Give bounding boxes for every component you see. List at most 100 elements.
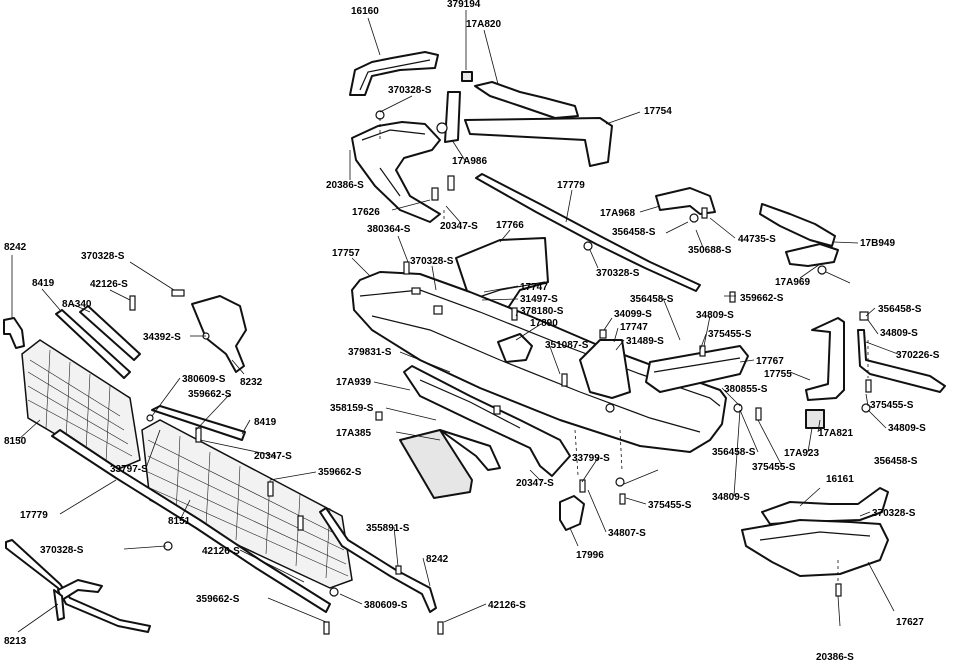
part-17626-bracket — [351, 121, 441, 223]
label-17779-a: 17779 — [557, 180, 585, 191]
part-8242-left-bracket — [3, 317, 25, 349]
label-17767: 17767 — [756, 356, 784, 367]
part-17996-bracket — [559, 495, 585, 531]
label-17B949: 17B949 — [860, 238, 895, 249]
label-8242-b: 8242 — [426, 554, 449, 565]
part-16161-bracket — [761, 487, 889, 525]
label-370328-S-e: 370328-S — [872, 508, 916, 519]
part-8A340-strip — [79, 305, 141, 361]
label-44735-S: 44735-S — [738, 234, 776, 245]
label-370226-S: 370226-S — [896, 350, 940, 361]
part-8150-grille — [21, 339, 141, 471]
label-42126-S-b: 42126-S — [202, 546, 240, 557]
part-17B949-bracket — [759, 203, 836, 247]
label-370328-S-c: 370328-S — [410, 256, 454, 267]
label-358159-S: 358159-S — [330, 403, 374, 414]
label-380609-S-a: 380609-S — [182, 374, 226, 385]
part-370226-S-strap — [857, 329, 946, 393]
label-375455-S-c: 375455-S — [752, 462, 796, 473]
label-375455-S-a: 375455-S — [708, 329, 752, 340]
label-17A385: 17A385 — [336, 428, 371, 439]
label-16161: 16161 — [826, 474, 854, 485]
label-17A969: 17A969 — [775, 277, 810, 288]
part-17A939-bracket — [403, 365, 571, 477]
label-20386-S-a: 20386-S — [326, 180, 364, 191]
label-17747-a: 17747 — [520, 282, 548, 293]
part-17767-bracket — [645, 345, 749, 393]
label-17747-b: 17747 — [620, 322, 648, 333]
grille-8150-mesh — [27, 349, 133, 463]
label-359662-S-d: 359662-S — [196, 594, 240, 605]
part-8232-bracket — [191, 295, 247, 373]
label-42126-S-c: 42126-S — [488, 600, 526, 611]
label-355891-S: 355891-S — [366, 523, 410, 534]
label-17996: 17996 — [576, 550, 604, 561]
label-17A821: 17A821 — [818, 428, 853, 439]
label-17766: 17766 — [496, 220, 524, 231]
label-359662-S-a: 359662-S — [740, 293, 784, 304]
label-33797-S: 33797-S — [110, 464, 148, 475]
label-17779-b: 17779 — [20, 510, 48, 521]
part-17754-bracket — [464, 117, 613, 167]
label-17627: 17627 — [896, 617, 924, 628]
label-17A986: 17A986 — [452, 156, 487, 167]
part-8419-strip — [55, 309, 131, 379]
part-17A969-bracket — [785, 243, 839, 267]
label-379831-S: 379831-S — [348, 347, 392, 358]
part-17890-plate — [497, 333, 533, 363]
label-42126-S-a: 42126-S — [90, 279, 128, 290]
label-20347-S-c: 20347-S — [516, 478, 554, 489]
part-17A385-bracket — [439, 429, 501, 471]
label-16160: 16160 — [351, 6, 379, 17]
label-356458-S-d: 356458-S — [712, 447, 756, 458]
label-350688-S: 350688-S — [688, 245, 732, 256]
label-34099-S: 34099-S — [614, 309, 652, 320]
label-356458-S-e: 356458-S — [874, 456, 918, 467]
label-356458-S-c: 356458-S — [878, 304, 922, 315]
part-8242-right-strip — [319, 507, 437, 613]
label-20347-S-b: 20347-S — [254, 451, 292, 462]
label-8242-a: 8242 — [4, 242, 27, 253]
label-8151: 8151 — [168, 516, 191, 527]
label-8232: 8232 — [240, 377, 263, 388]
part-17747-bracket — [579, 339, 631, 399]
label-20386-S-b: 20386-S — [816, 652, 854, 663]
label-8419-a: 8419 — [32, 278, 55, 289]
part-17A923-clip — [805, 409, 825, 429]
label-370328-S-f: 370328-S — [40, 545, 84, 556]
fastener-group — [129, 207, 872, 635]
part-8213-arm — [57, 579, 103, 601]
label-8213: 8213 — [4, 636, 27, 647]
label-359662-S-c: 359662-S — [318, 467, 362, 478]
label-17890: 17890 — [530, 318, 558, 329]
label-34809-S-c: 34809-S — [888, 423, 926, 434]
part-17757-bumper — [351, 271, 727, 453]
label-370328-S-d: 370328-S — [81, 251, 125, 262]
label-356458-S-a: 356458-S — [612, 227, 656, 238]
label-17A923: 17A923 — [784, 448, 819, 459]
part-17A820-bracket — [474, 81, 579, 119]
label-378180-S: 378180-S — [520, 306, 564, 317]
label-34392-S: 34392-S — [143, 332, 181, 343]
label-359662-S-b: 359662-S — [188, 389, 232, 400]
label-380855-S: 380855-S — [724, 384, 768, 395]
label-356458-S-b: 356458-S — [630, 294, 674, 305]
label-34809-S-d: 34809-S — [712, 492, 750, 503]
label-17626: 17626 — [352, 207, 380, 218]
label-17757: 17757 — [332, 248, 360, 259]
label-351087-S: 351087-S — [545, 340, 589, 351]
label-17755: 17755 — [764, 369, 792, 380]
part-17A385-plate — [399, 429, 473, 499]
label-34809-S-a: 34809-S — [696, 310, 734, 321]
grille-8151-mesh — [147, 435, 349, 579]
label-33799-S: 33799-S — [572, 453, 610, 464]
part-17627-support — [741, 519, 889, 577]
label-370328-S-b: 370328-S — [596, 268, 640, 279]
part-17779-lower-strip — [51, 429, 331, 613]
part-drawings — [3, 51, 946, 635]
label-17A820: 17A820 — [466, 19, 501, 30]
leader-lines — [11, 10, 899, 633]
part-17A986-bracket — [444, 91, 461, 143]
label-8150: 8150 — [4, 436, 27, 447]
label-379194: 379194 — [447, 0, 481, 10]
